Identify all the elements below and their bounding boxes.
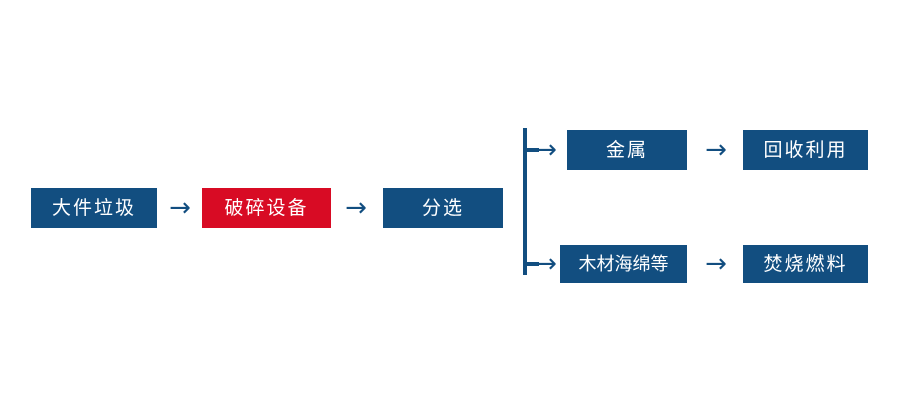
- node-crushing-equipment: 破碎设备: [202, 188, 331, 228]
- arrow-metal-to-recycling: →: [697, 136, 735, 164]
- node-label: 焚烧燃料: [763, 253, 848, 275]
- node-label: 金属: [605, 139, 648, 161]
- node-recycling: 回收利用: [743, 130, 868, 170]
- branch-arrow-lower-icon: →: [533, 250, 559, 278]
- node-label: 破碎设备: [224, 197, 309, 219]
- node-wood-sponge-etc: 木材海绵等: [560, 245, 687, 283]
- node-label: 分选: [421, 197, 464, 219]
- arrow-wood-to-incineration: →: [697, 250, 735, 278]
- node-metal: 金属: [567, 130, 687, 170]
- arrow-right-icon: →: [705, 135, 727, 165]
- arrow-right-icon: →: [345, 193, 367, 223]
- arrow-right-icon: →: [169, 193, 191, 223]
- node-incineration-fuel: 焚烧燃料: [743, 245, 868, 283]
- branch-arm-upper: [523, 148, 539, 152]
- branch-arrow-upper-icon: →: [533, 136, 559, 164]
- arrow-right-icon: →: [705, 249, 727, 279]
- branch-arm-lower: [523, 262, 539, 266]
- arrow-right-icon: →: [535, 135, 557, 165]
- node-label: 大件垃圾: [51, 197, 136, 219]
- branch-stem: [523, 128, 527, 275]
- node-bulky-waste: 大件垃圾: [31, 188, 157, 228]
- arrow-right-icon: →: [535, 249, 557, 279]
- arrow-crushing-to-sorting: →: [337, 194, 375, 222]
- node-sorting: 分选: [383, 188, 503, 228]
- node-label: 木材海绵等: [578, 254, 669, 274]
- arrow-bulky-to-crushing: →: [161, 194, 199, 222]
- node-label: 回收利用: [763, 139, 848, 161]
